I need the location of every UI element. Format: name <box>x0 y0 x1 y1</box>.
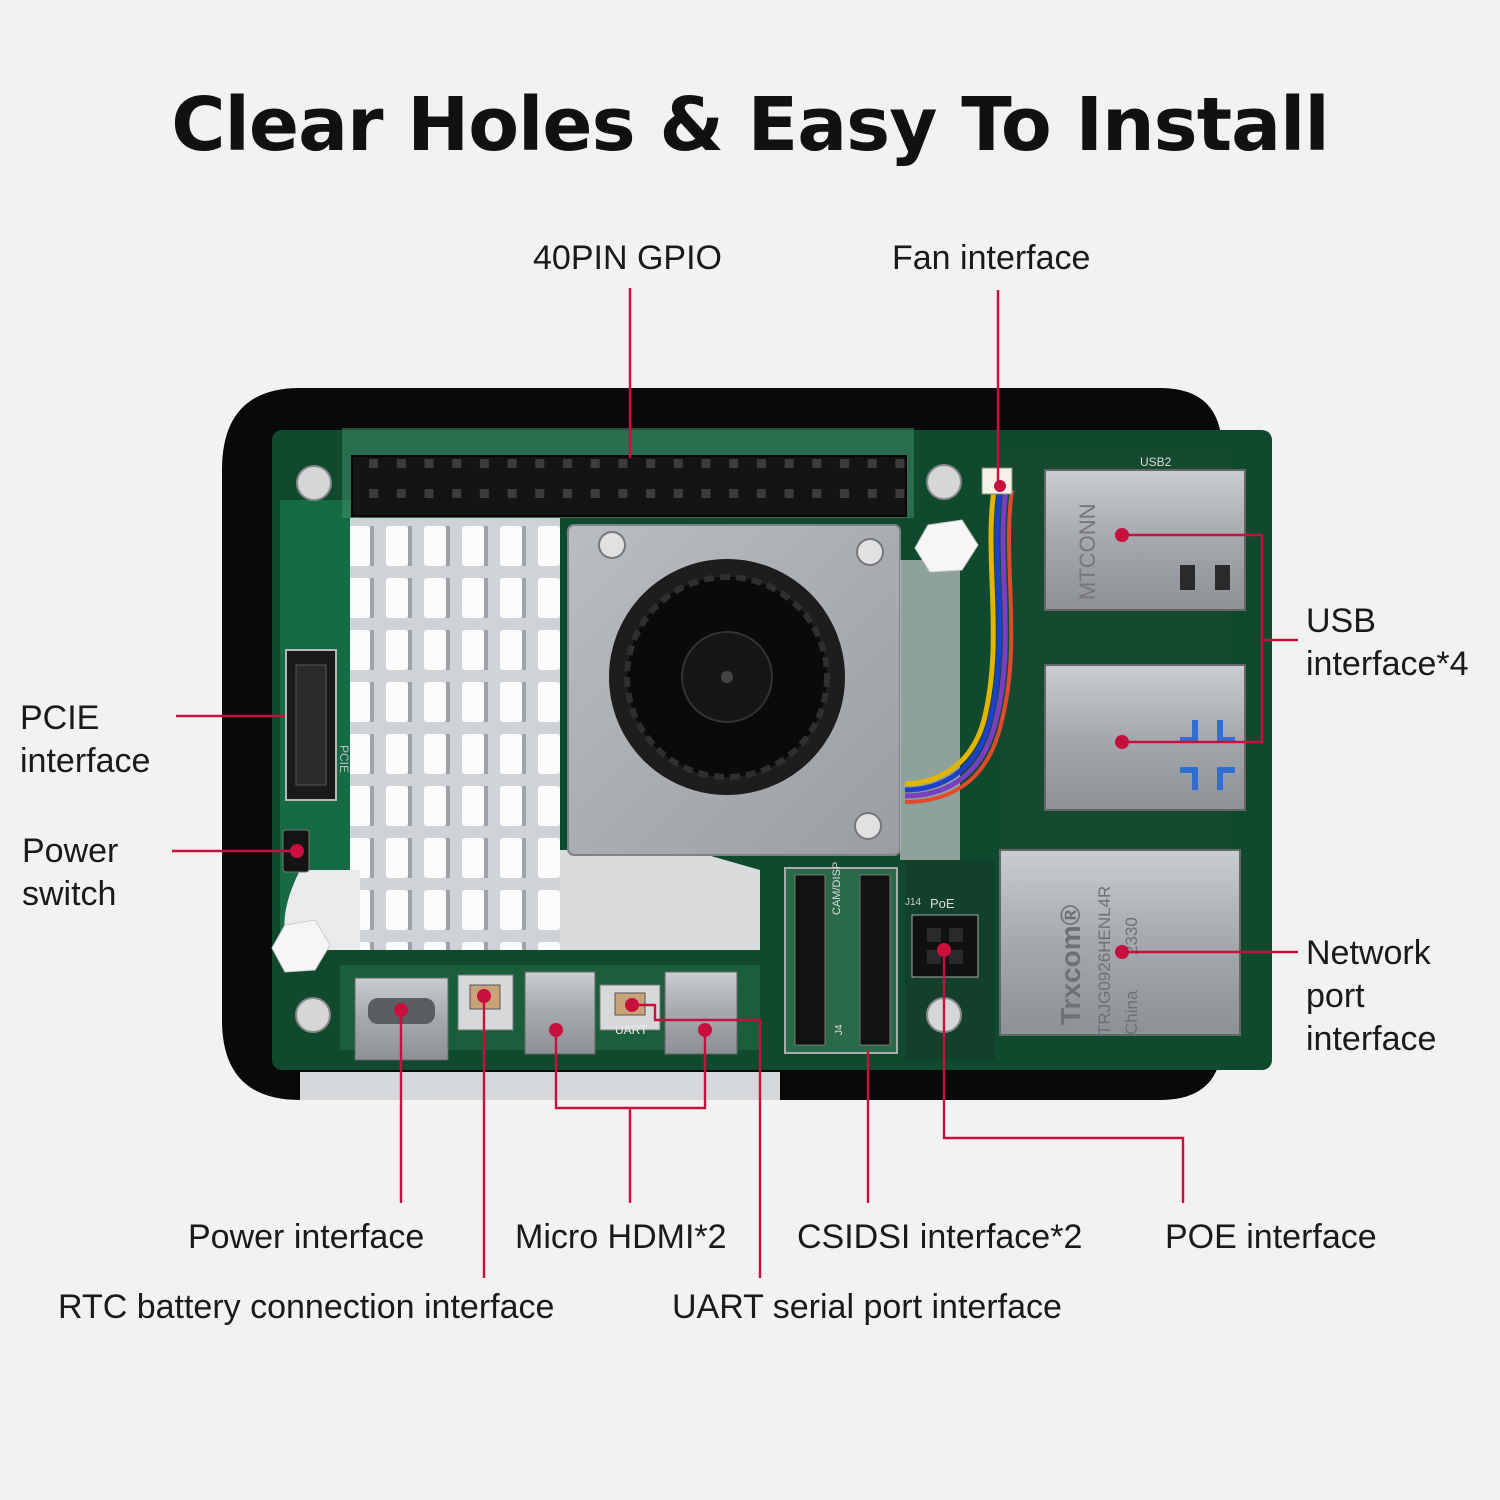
label-rtc: RTC battery connection interface <box>58 1288 555 1326</box>
label-network-line2: port <box>1306 977 1365 1015</box>
label-network-line3: interface <box>1306 1020 1437 1058</box>
pcie-connector: PCIE <box>285 649 351 801</box>
label-poe: POE interface <box>1165 1218 1377 1256</box>
label-gpio: 40PIN GPIO <box>533 239 722 277</box>
callout-dots <box>290 480 1129 1037</box>
j4-silkscreen: J4 <box>834 1024 845 1035</box>
label-pcie-line2: interface <box>20 742 151 780</box>
page-title: Clear Holes & Easy To Install <box>171 82 1330 168</box>
label-csidsi: CSIDSI interface*2 <box>797 1218 1083 1256</box>
label-power-switch-line1: Power <box>22 832 119 870</box>
ethernet-port: Trxcom® TRJG0926HENL4R China 2330 <box>999 849 1241 1036</box>
label-network: Network port interface <box>1306 932 1436 1061</box>
usb-brand-top: MTCONN <box>1075 503 1100 600</box>
label-power-interface: Power interface <box>188 1218 425 1256</box>
eth-origin: China <box>1122 990 1141 1035</box>
eth-brand: Trxcom® <box>1055 904 1086 1025</box>
label-power-switch-line2: switch <box>22 875 117 913</box>
usb-port-silkscreen: USB2 <box>1140 455 1172 469</box>
pcie-board-mark: PCIE <box>337 745 351 773</box>
callout-lines <box>172 288 1298 1278</box>
label-usb-line1: USB <box>1306 602 1376 640</box>
mounting-screws <box>271 464 979 1033</box>
label-micro-hdmi: Micro HDMI*2 <box>515 1218 727 1256</box>
usb-ports: MTCONN USB2 <box>1044 455 1246 811</box>
label-fan-interface: Fan interface <box>892 239 1091 277</box>
cam-silkscreen: CAM/DISP <box>831 862 843 915</box>
uart-silkscreen: UART <box>615 1023 648 1037</box>
label-pcie-line1: PCIE <box>20 699 100 737</box>
cooling-fan <box>567 467 1014 860</box>
label-power-switch: Power switch <box>22 830 118 916</box>
eth-code: 2330 <box>1122 917 1141 955</box>
bottom-connectors: UART <box>354 971 738 1061</box>
poe-silkscreen: PoE <box>930 896 955 911</box>
label-usb-line2: interface*4 <box>1306 645 1469 683</box>
label-pcie: PCIE interface <box>20 697 150 783</box>
label-usb: USB interface*4 <box>1306 600 1469 686</box>
gpio-header <box>351 455 907 517</box>
eth-model: TRJG0926HENL4R <box>1095 886 1114 1035</box>
label-uart: UART serial port interface <box>672 1288 1062 1326</box>
j14-silkscreen: J14 <box>905 897 922 908</box>
csi-dsi-connectors: CAM/DISP J4 <box>784 862 898 1054</box>
label-network-line1: Network <box>1306 934 1431 972</box>
